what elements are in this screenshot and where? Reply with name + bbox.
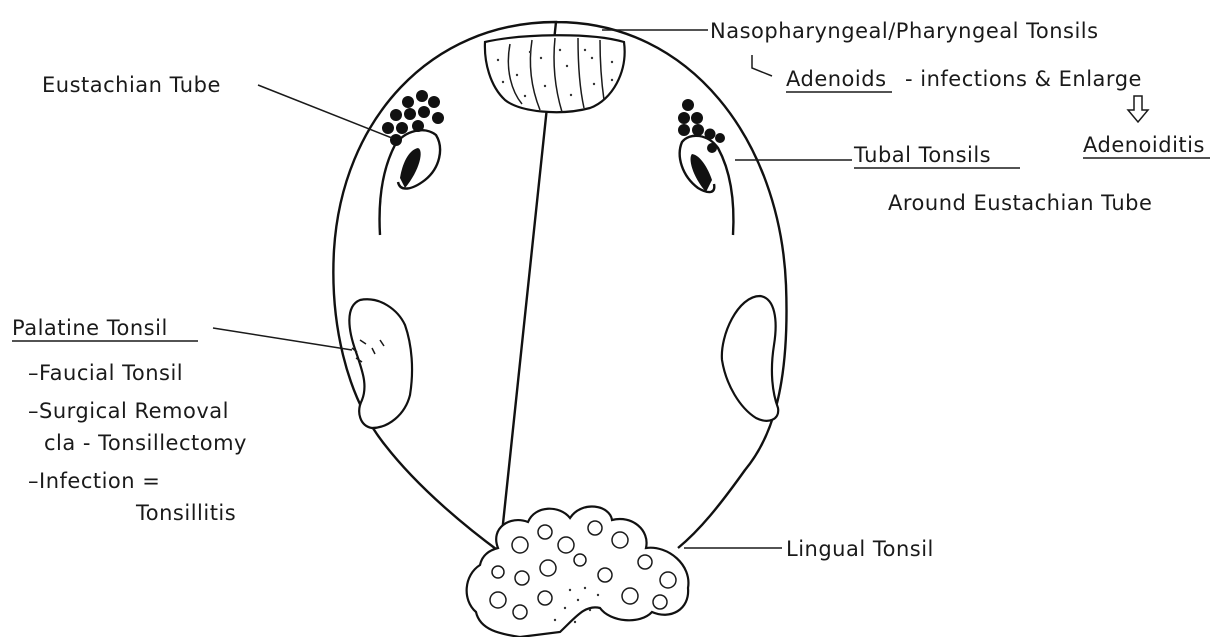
leader-palatine (213, 328, 352, 350)
label-faucial: –Faucial Tonsil (28, 361, 183, 385)
label-tonsillitis: Tonsillitis (135, 501, 236, 525)
leader-eustachian (258, 85, 392, 138)
eustachian-opening-right (680, 136, 734, 235)
label-nasopharyngeal: Nasopharyngeal/Pharyngeal Tonsils (710, 19, 1099, 43)
tubal-tonsil-right (678, 99, 725, 153)
adenoids-shape (485, 35, 625, 112)
label-tubal-note: Around Eustachian Tube (888, 191, 1152, 215)
hollow-down-arrow-icon (1128, 96, 1148, 122)
label-adenoids-note: - infections & Enlarge (905, 67, 1142, 91)
label-tubal-tonsils: Tubal Tonsils (853, 143, 991, 167)
label-infection: –Infection = (28, 469, 160, 493)
palatine-tonsil-right (722, 296, 778, 421)
label-surgical: –Surgical Removal (28, 399, 229, 423)
label-palatine-tonsil: Palatine Tonsil (12, 316, 168, 340)
label-adenoiditis: Adenoiditis (1083, 133, 1205, 157)
leader-adenoids (752, 55, 772, 76)
lingual-tonsil (467, 506, 689, 637)
label-eustachian-tube: Eustachian Tube (42, 73, 221, 97)
label-lingual-tonsil: Lingual Tonsil (786, 537, 934, 561)
label-adenoids: Adenoids (786, 67, 887, 91)
label-cla: cla - Tonsillectomy (44, 431, 247, 455)
eustachian-opening-left (380, 130, 441, 235)
palatine-tonsil-left (349, 299, 412, 428)
